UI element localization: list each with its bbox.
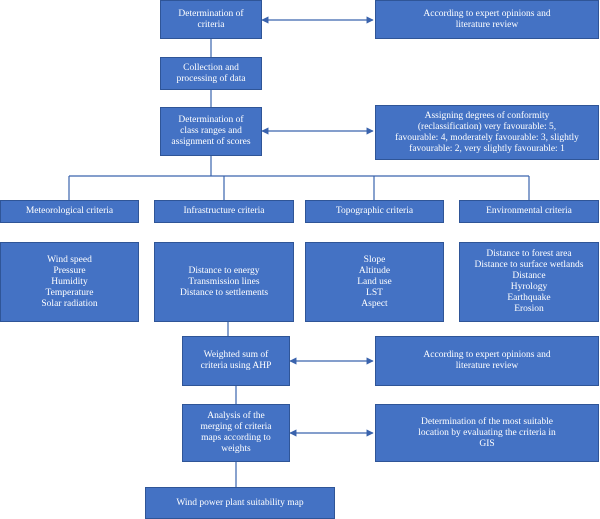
box-text-line: Wind power plant suitability map: [176, 497, 304, 508]
box-text-line: Wind speed: [47, 254, 92, 265]
box-text-line: Distance to forest area: [486, 249, 572, 259]
box-text-line: class ranges and: [180, 126, 242, 136]
box-text-line: Determination of: [178, 115, 244, 125]
box-text-line: According to expert opinions and: [423, 8, 551, 19]
box-text-line: favourable: 2, very slightly favourable:…: [409, 143, 565, 154]
box-text-line: Distance to surface wetlands: [474, 260, 584, 270]
box-text-line: merging of criteria: [200, 422, 272, 432]
box-text-line: Distance to settlements: [179, 287, 269, 298]
box-text-line: Collection and: [183, 62, 239, 73]
box-text-line: Hyrology: [510, 282, 548, 292]
conformity-degrees-box: Assigning degrees of conformity(reclassi…: [375, 105, 599, 160]
box-text-line: Earthquake: [507, 293, 551, 303]
box-text-line: Slope: [363, 254, 386, 265]
box-text-line: literature review: [455, 361, 519, 371]
box-text-line: Humidity: [51, 276, 88, 287]
box-text-line: Analysis of the: [207, 411, 265, 421]
box-text-line: Weighted sum of: [203, 350, 269, 360]
box-text-line: LST: [366, 287, 383, 298]
box-text-line: assignment of scores: [171, 137, 251, 147]
box-text-line: According to expert opinions and: [423, 350, 551, 360]
box-text-line: Assigning degrees of conformity: [424, 110, 550, 121]
box-text-line: Aspect: [361, 298, 388, 309]
box-text-line: Meteorological criteria: [25, 206, 114, 216]
box-text-line: Erosion: [514, 304, 544, 314]
box-text-line: Pressure: [53, 265, 86, 276]
topographic-criteria-header: Topographic criteria: [305, 200, 444, 223]
box-text-line: Distance: [512, 271, 546, 281]
suitability-map-box: Wind power plant suitability map: [145, 487, 335, 519]
box-text-line: (reclassification) very favourable: 5,: [417, 121, 557, 132]
box-text-line: location by evaluating the criteria in: [418, 427, 556, 438]
box-text-line: Distance to energy: [188, 265, 260, 276]
meteorological-criteria-header: Meteorological criteria: [0, 200, 139, 223]
infrastructure-criteria-header: Infrastructure criteria: [154, 200, 294, 223]
environmental-criteria-header: Environmental criteria: [459, 200, 599, 223]
box-text-line: criteria: [197, 19, 225, 30]
box-text-line: Altitude: [358, 265, 391, 276]
box-text-line: Infrastructure criteria: [183, 206, 265, 216]
box-text-line: processing of data: [176, 73, 246, 84]
box-text-line: literature review: [455, 19, 519, 30]
box-text-line: Determination of: [178, 8, 244, 19]
box-text-line: maps according to: [201, 433, 271, 443]
box-text-line: Environmental criteria: [486, 206, 572, 216]
box-text-line: weights: [221, 444, 251, 454]
box-text-line: Topographic criteria: [335, 206, 414, 216]
box-text-line: Solar radiation: [41, 298, 98, 309]
box-text-line: Transmission lines: [188, 276, 260, 287]
box-text-line: GIS: [479, 438, 495, 449]
box-text-line: favourable: 4, moderately favourable: 3,…: [395, 132, 579, 143]
box-text-line: Land use: [357, 276, 392, 287]
box-text-line: Determination of the most suitable: [421, 416, 553, 427]
box-text-line: Temperature: [45, 287, 94, 298]
box-text-line: criteria using AHP: [200, 361, 272, 371]
